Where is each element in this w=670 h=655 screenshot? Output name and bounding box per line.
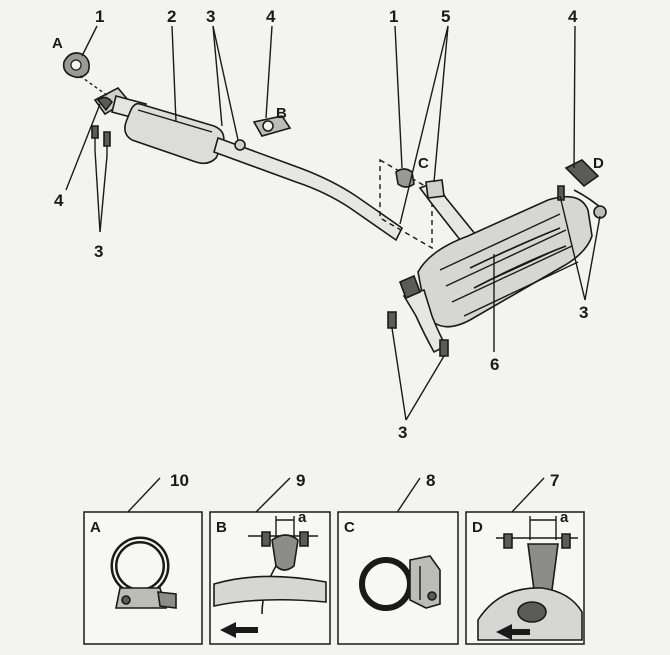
letter-d-inset: D [472, 519, 483, 536]
letter-c-main: C [418, 155, 429, 172]
inset-c: C [337, 511, 459, 645]
letter-a-inset: A [90, 519, 101, 536]
front-exhaust-pipe [93, 86, 404, 242]
callout-3-right: 3 [579, 303, 588, 322]
callout-4-left: 4 [54, 191, 64, 210]
callout-5: 5 [441, 7, 450, 26]
callout-3-bottom: 3 [398, 423, 407, 442]
callout-9: 9 [296, 471, 305, 490]
callout-7: 7 [550, 471, 559, 490]
rear-muffler [398, 159, 607, 354]
callout-2: 2 [167, 7, 176, 26]
callout-numbers: 1 2 3 4 4 3 1 5 4 3 6 3 10 9 8 7 [54, 7, 588, 490]
callout-4-right: 4 [568, 7, 578, 26]
letter-b-inset: B [216, 519, 227, 536]
leader-lines [65, 25, 601, 421]
callout-1-mid: 1 [389, 7, 398, 26]
inset-b: B a [209, 509, 331, 645]
callout-10: 10 [170, 471, 189, 490]
inset-leaders [125, 477, 545, 515]
callout-1-left: 1 [95, 7, 104, 26]
callout-6: 6 [490, 355, 499, 374]
inset-a: A [83, 511, 203, 645]
callout-3-left: 3 [94, 242, 103, 261]
dimension-a-b: a [298, 509, 307, 526]
letter-c-inset: C [344, 519, 355, 536]
view-letters: A B C D [52, 35, 604, 172]
callout-8: 8 [426, 471, 435, 490]
bolts-left [91, 96, 114, 156]
callout-3-top: 3 [206, 7, 215, 26]
callout-4-top: 4 [266, 7, 276, 26]
clamp-a [62, 52, 109, 97]
letter-b-main: B [276, 105, 287, 122]
letter-a-main: A [52, 35, 63, 52]
inset-d: D a [465, 509, 585, 645]
letter-d-main: D [593, 155, 604, 172]
dimension-a-d: a [560, 509, 569, 526]
